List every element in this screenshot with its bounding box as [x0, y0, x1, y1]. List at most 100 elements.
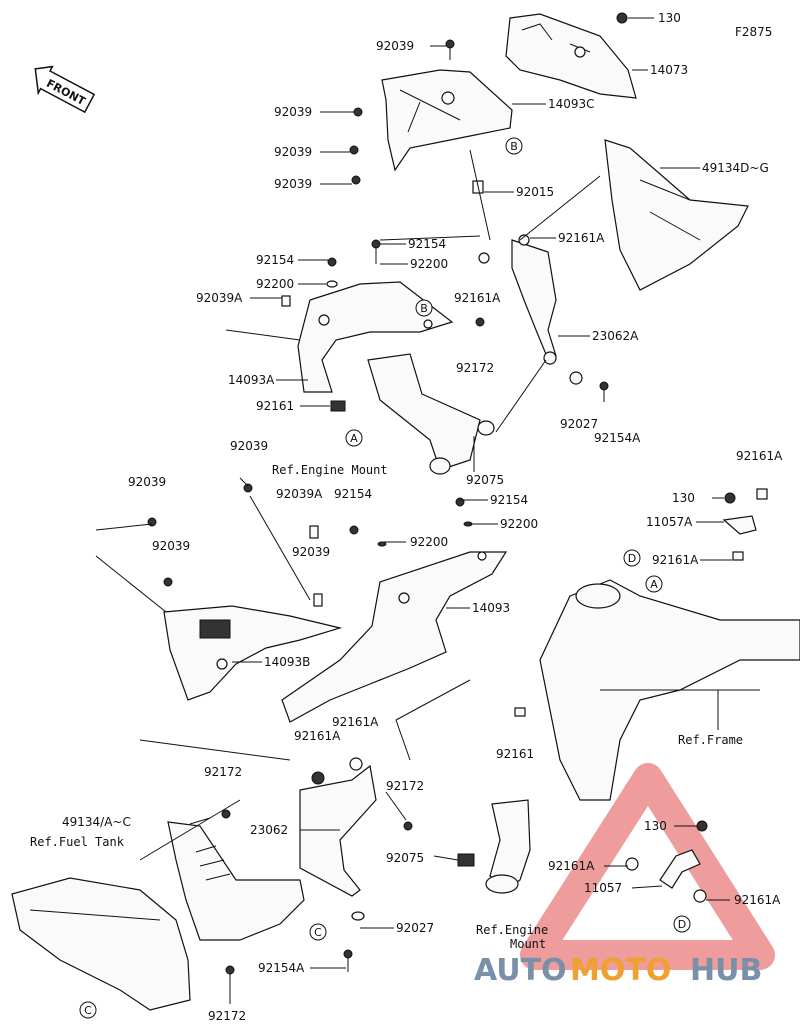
- label-130[interactable]: 130: [672, 491, 695, 505]
- callout-b[interactable]: B: [505, 137, 523, 155]
- bolt-icon: [163, 577, 173, 587]
- part-engine-mount-upper: [367, 353, 495, 475]
- part-14093b[interactable]: [163, 605, 343, 701]
- label-92154a[interactable]: 92154A: [594, 431, 641, 445]
- label-92039[interactable]: 92039: [274, 105, 312, 119]
- label-ref-engine: Ref.Engine: [476, 923, 548, 937]
- part-engine-mount-lower: [485, 799, 531, 894]
- label-14093c[interactable]: 14093C: [548, 97, 595, 111]
- label-92075[interactable]: 92075: [386, 851, 424, 865]
- label-92039[interactable]: 92039: [376, 39, 414, 53]
- label-92039[interactable]: 92039: [230, 439, 268, 453]
- part-14073[interactable]: [505, 13, 637, 99]
- bolt-icon: [327, 257, 337, 267]
- label-92154[interactable]: 92154: [256, 253, 294, 267]
- label-14093b[interactable]: 14093B: [264, 655, 310, 669]
- part-49134a-c[interactable]: [167, 821, 305, 941]
- label-92154[interactable]: 92154: [408, 237, 446, 251]
- grommet-icon: [518, 234, 530, 246]
- label-23062[interactable]: 23062: [250, 823, 288, 837]
- grommet-icon: [732, 551, 744, 561]
- label-23062a[interactable]: 23062A: [592, 329, 639, 343]
- label-49134d-g[interactable]: 49134D~G: [702, 161, 769, 175]
- label-49134a-c[interactable]: 49134/A~C: [62, 815, 131, 829]
- label-92015[interactable]: 92015: [516, 185, 554, 199]
- callout-a[interactable]: A: [345, 429, 363, 447]
- part-labels: 130 14073 92039 14093C 92039 92039 92039…: [30, 11, 783, 1023]
- label-92154[interactable]: 92154: [490, 493, 528, 507]
- label-92039[interactable]: 92039: [274, 145, 312, 159]
- callout-c[interactable]: C: [309, 923, 327, 941]
- label-92172[interactable]: 92172: [456, 361, 494, 375]
- svg-text:B: B: [510, 140, 518, 153]
- svg-text:A: A: [650, 578, 658, 591]
- washer-icon: [569, 371, 583, 385]
- part-49134d-g[interactable]: [604, 139, 749, 291]
- label-92161a[interactable]: 92161A: [558, 231, 605, 245]
- svg-text:HUB: HUB: [690, 953, 762, 988]
- callout-b[interactable]: B: [415, 299, 433, 317]
- label-92200[interactable]: 92200: [256, 277, 294, 291]
- bolt-icon: [243, 483, 253, 493]
- part-11057a[interactable]: [722, 515, 757, 535]
- label-11057[interactable]: 11057: [584, 881, 622, 895]
- callout-c[interactable]: C: [79, 1001, 97, 1019]
- part-23062a[interactable]: [511, 239, 557, 366]
- part-fuel-tank-ref: [11, 877, 191, 1011]
- grommet-icon: [349, 757, 363, 771]
- label-92039[interactable]: 92039: [292, 545, 330, 559]
- label-92039[interactable]: 92039: [128, 475, 166, 489]
- svg-text:D: D: [678, 918, 686, 931]
- label-130[interactable]: 130: [644, 819, 667, 833]
- label-92161a[interactable]: 92161A: [652, 553, 699, 567]
- label-92075[interactable]: 92075: [466, 473, 504, 487]
- bolt-icon: [475, 317, 485, 327]
- bolt-icon: [455, 497, 465, 507]
- label-92154[interactable]: 92154: [334, 487, 372, 501]
- grommet-icon: [330, 400, 346, 412]
- label-92172[interactable]: 92172: [386, 779, 424, 793]
- label-92200[interactable]: 92200: [410, 535, 448, 549]
- label-92172[interactable]: 92172: [204, 765, 242, 779]
- label-92161a[interactable]: 92161A: [734, 893, 781, 907]
- label-92161a[interactable]: 92161A: [332, 715, 379, 729]
- label-92161[interactable]: 92161: [256, 399, 294, 413]
- svg-text:C: C: [314, 926, 322, 939]
- label-92200[interactable]: 92200: [500, 517, 538, 531]
- label-92161a[interactable]: 92161A: [736, 449, 783, 463]
- label-92161a[interactable]: 92161A: [454, 291, 501, 305]
- label-130[interactable]: 130: [658, 11, 681, 25]
- callout-d[interactable]: D: [673, 915, 691, 933]
- label-92172[interactable]: 92172: [208, 1009, 246, 1023]
- label-92161a[interactable]: 92161A: [548, 859, 595, 873]
- bolt-icon: [349, 145, 359, 155]
- callout-d[interactable]: D: [623, 549, 641, 567]
- part-14093[interactable]: [281, 551, 508, 723]
- part-14093a[interactable]: [297, 281, 454, 393]
- label-11057a[interactable]: 11057A: [646, 515, 693, 529]
- label-92039a[interactable]: 92039A: [276, 487, 323, 501]
- label-92039[interactable]: 92039: [152, 539, 190, 553]
- bolt-icon: [371, 239, 381, 264]
- label-92200[interactable]: 92200: [410, 257, 448, 271]
- svg-text:C: C: [84, 1004, 92, 1017]
- part-23062[interactable]: [299, 764, 377, 897]
- label-92027[interactable]: 92027: [560, 417, 598, 431]
- washer-icon: [377, 541, 387, 547]
- label-92154a[interactable]: 92154A: [258, 961, 305, 975]
- label-92161a[interactable]: 92161A: [294, 729, 341, 743]
- label-14093a[interactable]: 14093A: [228, 373, 275, 387]
- label-92039[interactable]: 92039: [274, 177, 312, 191]
- part-14093c[interactable]: [381, 69, 513, 172]
- label-14093[interactable]: 14093: [472, 601, 510, 615]
- part-11057[interactable]: [625, 849, 707, 903]
- front-arrow: FRONT: [34, 65, 96, 114]
- label-92039a[interactable]: 92039A: [196, 291, 243, 305]
- watermark-logo: AUTO MOTO HUB: [474, 953, 762, 988]
- label-92161[interactable]: 92161: [496, 747, 534, 761]
- label-92027[interactable]: 92027: [396, 921, 434, 935]
- label-14073[interactable]: 14073: [650, 63, 688, 77]
- bolt-icon: [445, 39, 455, 60]
- svg-text:MOTO: MOTO: [570, 953, 671, 988]
- callout-a[interactable]: A: [645, 575, 663, 593]
